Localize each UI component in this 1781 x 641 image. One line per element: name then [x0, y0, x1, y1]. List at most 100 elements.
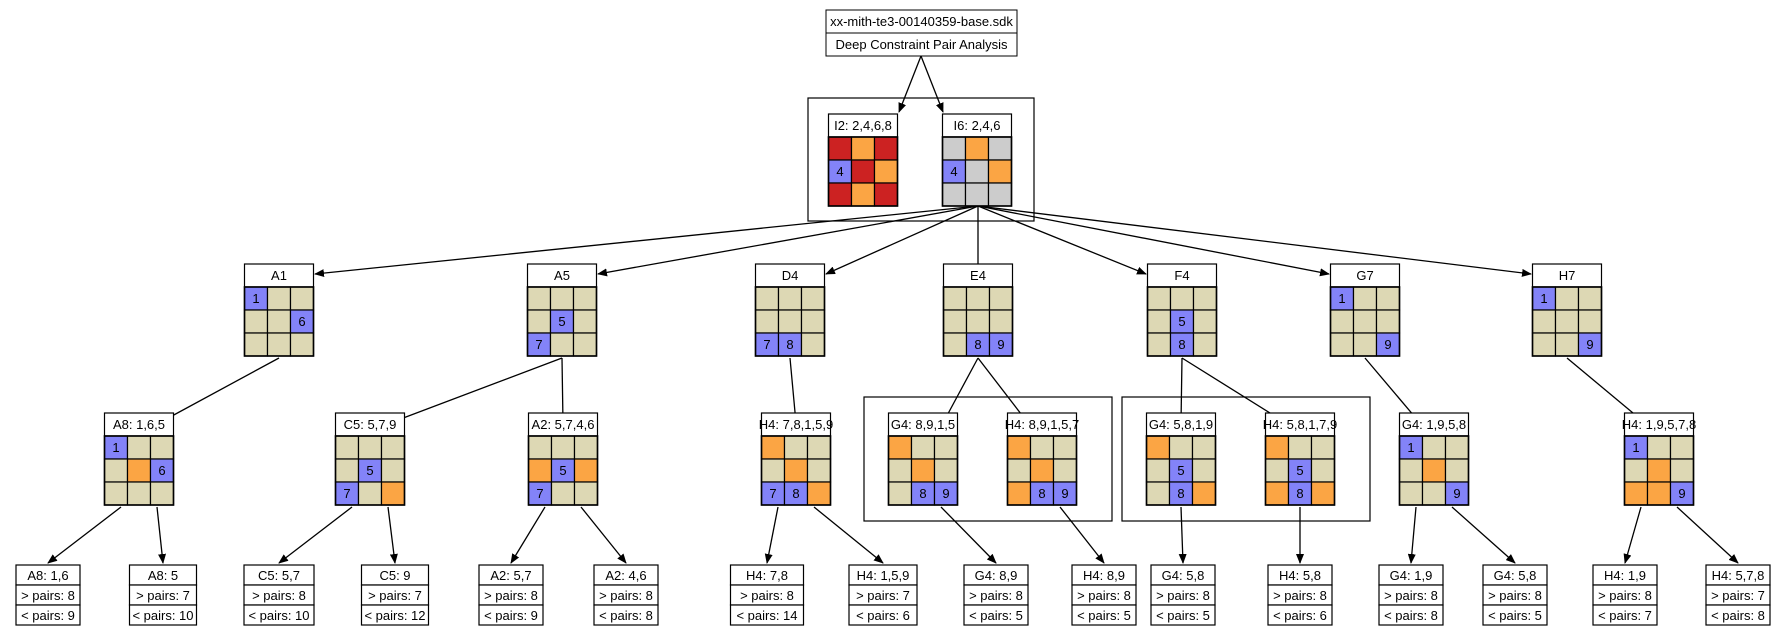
leaf-gt: > pairs: 8: [1273, 588, 1327, 603]
edge-arrow: [977, 205, 1330, 277]
grid-cell: [1421, 481, 1447, 506]
cell-digit: 8: [1038, 486, 1045, 501]
cluster-box: [863, 396, 1113, 522]
grid-cell: [1623, 481, 1649, 506]
edge-arrow: [1178, 506, 1187, 564]
leaf-lt: < pairs: 6: [1273, 608, 1327, 623]
grid-cell: [987, 136, 1013, 161]
grid-cell: [357, 435, 383, 460]
grid-cell: [777, 286, 803, 311]
leaf-node: H4: 5,8 > pairs: 8 < pairs: 6: [1267, 564, 1333, 626]
grid-cell: [1145, 435, 1171, 460]
grid-label: G7: [1356, 268, 1373, 283]
grid-cell: [1006, 435, 1032, 460]
grid-cell: [357, 481, 383, 506]
edge-arrow: [1676, 506, 1739, 564]
edge-arrow: [898, 55, 922, 113]
cluster-box: [1121, 396, 1371, 522]
edge-arrow: [1451, 506, 1516, 564]
cell-digit: 8: [1177, 486, 1184, 501]
grid-cell: [380, 458, 406, 483]
leaf-label: A2: 4,6: [605, 568, 646, 583]
grid-cell: [1146, 332, 1172, 357]
leaf-label: H4: 1,9: [1604, 568, 1646, 583]
grid-cell: [334, 435, 360, 460]
grid-cell: [910, 435, 936, 460]
cell-digit: 7: [769, 486, 776, 501]
leaf-lt: < pairs: 8: [1384, 608, 1438, 623]
edge-arrow: [278, 506, 353, 564]
cell-grid-l2: H4: 7,8,1,5,9 7 8: [759, 412, 833, 506]
edge-arrow: [1181, 357, 1287, 424]
grid-cell: [573, 435, 599, 460]
grid-cell: [1554, 286, 1580, 311]
edge-arrow: [314, 205, 979, 278]
grid-cell: [1146, 286, 1172, 311]
leaf-gt: > pairs: 8: [1598, 588, 1652, 603]
grid-cell: [126, 481, 152, 506]
grid-cell: [126, 458, 152, 483]
grid-cell: [942, 332, 968, 357]
cell-digit: 5: [1296, 463, 1303, 478]
grid-cell: [887, 435, 913, 460]
grid-label: H4: 7,8,1,5,9: [759, 417, 833, 432]
header-node: xx-mith-te3-00140359-base.sdk Deep Const…: [825, 9, 1018, 57]
grid-cell: [1192, 309, 1218, 334]
cell-digit: 1: [1540, 291, 1547, 306]
grid-cell: [754, 286, 780, 311]
grid-cell: [1329, 332, 1355, 357]
grid-cell: [243, 309, 269, 334]
grid-cell: [887, 458, 913, 483]
grid-cell: [1554, 332, 1580, 357]
cell-grid-l2: G4: 1,9,5,819: [1398, 412, 1470, 506]
leaf-label: H4: 5,7,8: [1712, 568, 1765, 583]
grid-cell: [527, 435, 553, 460]
root-grid: I2: 2,4,6,84: [827, 113, 899, 207]
leaf-node: H4: 5,7,8> pairs: 7< pairs: 8: [1705, 564, 1771, 626]
edge-arrow: [156, 506, 167, 564]
edge-arrow: [977, 205, 1147, 275]
grid-cell: [1169, 286, 1195, 311]
leaf-node: A8: 1,6> pairs: 8< pairs: 9: [15, 564, 81, 626]
grid-cell: [1669, 458, 1695, 483]
leaf-gt: > pairs: 8: [1156, 588, 1210, 603]
grid-cell: [572, 309, 598, 334]
leaf-lt: < pairs: 12: [364, 608, 425, 623]
leaf-node: C5: 9> pairs: 7< pairs: 12: [360, 564, 430, 626]
grid-cell: [965, 309, 991, 334]
cell-digit: 9: [1678, 486, 1685, 501]
grid-cell: [964, 159, 990, 184]
grid-label: I2: 2,4,6,8: [834, 118, 892, 133]
grid-cell: [1146, 309, 1172, 334]
cell-digit: 8: [1296, 486, 1303, 501]
edge-arrow: [977, 205, 1532, 277]
leaf-gt: > pairs: 8: [1384, 588, 1438, 603]
leaf-node: A2: 5,7> pairs: 8< pairs: 9: [478, 564, 544, 626]
cell-digit: 8: [792, 486, 799, 501]
grid-cell: [573, 481, 599, 506]
leaf-label: H4: 8,9: [1083, 568, 1125, 583]
leaf-label: H4: 1,5,9: [857, 568, 910, 583]
leaf-lt: < pairs: 6: [856, 608, 910, 623]
leaf-label: H4: 5,8: [1279, 568, 1321, 583]
leaf-lt: < pairs: 5: [1077, 608, 1131, 623]
cell-digit: 9: [1453, 486, 1460, 501]
grid-cell: [1029, 435, 1055, 460]
leaf-gt: > pairs: 8: [484, 588, 538, 603]
grid-cell: [760, 458, 786, 483]
leaf-lt: < pairs: 5: [1488, 608, 1542, 623]
grid-cell: [572, 286, 598, 311]
grid-cell: [1352, 309, 1378, 334]
leaf-node: H4: 7,8> pairs: 8< pairs: 14: [729, 564, 805, 626]
leaf-label: G4: 5,8: [1162, 568, 1205, 583]
grid-cell: [266, 332, 292, 357]
grid-cell: [1352, 286, 1378, 311]
grid-cell: [1310, 458, 1336, 483]
leaf-label: C5: 5,7: [258, 568, 300, 583]
grid-cell: [1398, 458, 1424, 483]
grid-cell: [777, 309, 803, 334]
